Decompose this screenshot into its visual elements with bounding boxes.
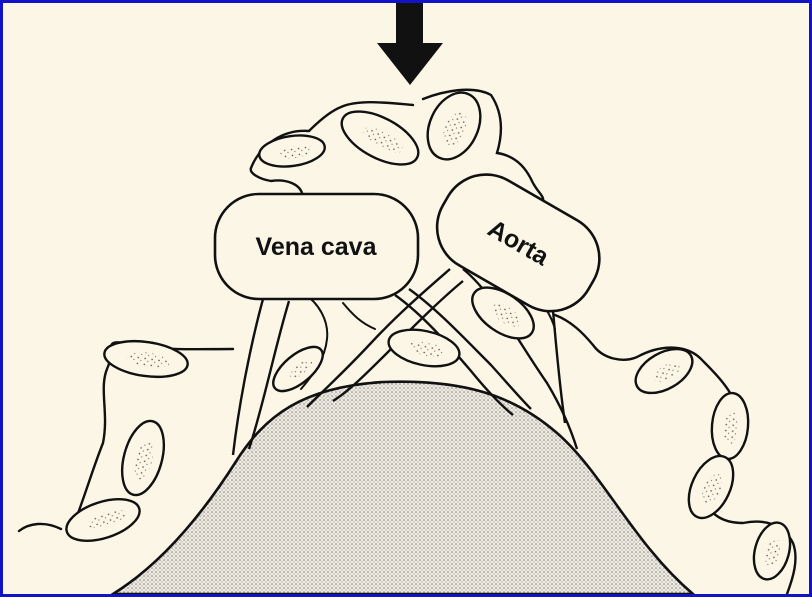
anatomy-diagram: Vena cava Aorta (3, 3, 809, 594)
vena-cava-text: Vena cava (256, 233, 378, 261)
vena-cava-label: Vena cava (215, 194, 418, 299)
down-arrow-icon (377, 3, 443, 85)
vertebral-body (113, 382, 693, 594)
